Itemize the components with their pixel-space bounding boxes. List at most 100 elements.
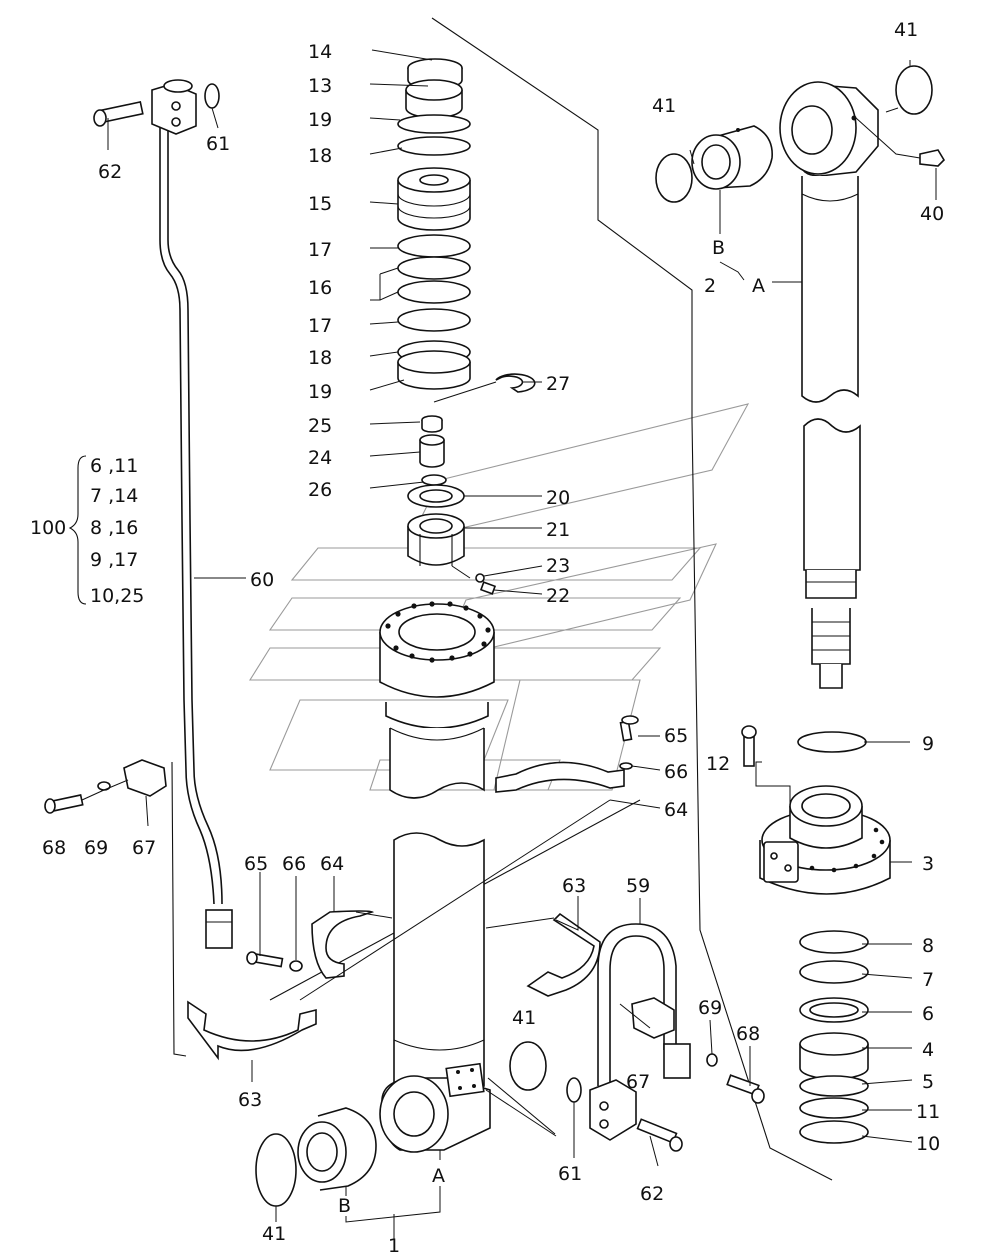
callout-41: 41 xyxy=(512,1007,536,1029)
callout-A: A xyxy=(752,275,765,297)
callout-19: 19 xyxy=(308,109,332,131)
part-67-clamp-block-right xyxy=(631,997,675,1039)
part-18-ring-upper xyxy=(397,136,471,156)
callout-60: 60 xyxy=(250,569,274,591)
part-63-clamp-right xyxy=(526,912,601,997)
callout-18: 18 xyxy=(308,347,332,369)
part-17-ring-lower xyxy=(397,308,471,332)
callout-21: 21 xyxy=(546,519,570,541)
kit-row: 9 ,17 xyxy=(90,549,138,571)
part-61-o-ring-top xyxy=(204,83,220,109)
callout-41: 41 xyxy=(894,19,918,41)
part-62-bolt-top xyxy=(93,101,144,127)
kit-row: 10,25 xyxy=(90,585,144,607)
callout-41: 41 xyxy=(262,1223,286,1245)
part-66-washer-upper xyxy=(619,762,633,770)
part-8-ring xyxy=(799,930,869,954)
part-12-bolt xyxy=(741,725,757,767)
part-41-ring-middle xyxy=(509,1041,547,1091)
callout-68: 68 xyxy=(42,837,66,859)
callout-26: 26 xyxy=(308,479,332,501)
part-2-rod-upper xyxy=(801,176,859,403)
callout-3: 3 xyxy=(922,853,934,875)
part-4-bushing xyxy=(799,1032,869,1080)
leader-lines xyxy=(81,49,937,1240)
callout-1: 1 xyxy=(388,1235,400,1253)
part-19-ring-upper xyxy=(397,114,471,134)
part-24-collar xyxy=(419,434,445,468)
part-2-rod-eye xyxy=(779,81,879,177)
pipe-flange-top xyxy=(151,79,197,135)
callout-17: 17 xyxy=(308,315,332,337)
callout-66: 66 xyxy=(282,853,306,875)
callout-25: 25 xyxy=(308,415,332,437)
part-2-rod-lower xyxy=(803,418,861,689)
callout-65: 65 xyxy=(664,725,688,747)
part-6-ring xyxy=(799,997,869,1023)
callout-67: 67 xyxy=(132,837,156,859)
part-65-bolt-lower xyxy=(246,951,284,968)
callout-11: 11 xyxy=(916,1101,940,1123)
callout-B: B xyxy=(712,237,725,259)
callout-62: 62 xyxy=(98,161,122,183)
callout-17: 17 xyxy=(308,239,332,261)
callout-15: 15 xyxy=(308,193,332,215)
callout-B: B xyxy=(338,1195,351,1217)
kit-100-group: 100 6 ,11 7 ,14 8 ,16 9 ,17 10,25 xyxy=(30,455,144,607)
callout-2: 2 xyxy=(704,275,716,297)
part-13-bushing xyxy=(405,79,463,119)
callout-61: 61 xyxy=(558,1163,582,1185)
callout-68: 68 xyxy=(736,1023,760,1045)
part-1-bushing-b xyxy=(297,1107,377,1191)
part-63-clamp-left xyxy=(187,1000,317,1061)
part-41-ring-lower xyxy=(255,1133,297,1207)
part-19-ring-lower xyxy=(397,350,471,390)
callout-63: 63 xyxy=(238,1089,262,1111)
part-21-nut xyxy=(407,513,465,566)
callout-66: 66 xyxy=(664,761,688,783)
callout-23: 23 xyxy=(546,555,570,577)
kit-row: 8 ,16 xyxy=(90,517,138,539)
callout-19: 19 xyxy=(308,381,332,403)
part-68-bolt-left xyxy=(44,794,84,814)
part-9-ring xyxy=(797,731,867,753)
callout-5: 5 xyxy=(922,1071,934,1093)
callout-63: 63 xyxy=(562,875,586,897)
callout-12: 12 xyxy=(706,753,730,775)
callout-10: 10 xyxy=(916,1133,940,1155)
callout-62: 62 xyxy=(640,1183,664,1205)
part-60-pipe xyxy=(159,120,233,949)
part-64-clamp-upper xyxy=(495,761,625,793)
callout-40: 40 xyxy=(920,203,944,225)
callout-14: 14 xyxy=(308,41,332,63)
part-15-piston xyxy=(397,167,471,231)
part-1-cylinder-tube-lower xyxy=(393,832,485,1087)
callout-24: 24 xyxy=(308,447,332,469)
part-1-foot-eye xyxy=(379,1062,491,1153)
callout-59: 59 xyxy=(626,875,650,897)
callout-8: 8 xyxy=(922,935,934,957)
callout-18: 18 xyxy=(308,145,332,167)
callout-9: 9 xyxy=(922,733,934,755)
callout-6: 6 xyxy=(922,1003,934,1025)
part-64-clamp-lower xyxy=(311,910,375,979)
callout-20: 20 xyxy=(546,487,570,509)
part-2-bushing-b xyxy=(691,125,773,190)
callout-69: 69 xyxy=(698,997,722,1019)
callout-69: 69 xyxy=(84,837,108,859)
part-62-bolt-lower xyxy=(636,1118,683,1152)
kit-label: 100 xyxy=(30,517,66,539)
callout-41: 41 xyxy=(652,95,676,117)
part-23-ball xyxy=(475,573,485,583)
part-26-washer xyxy=(421,474,447,486)
part-5-ring xyxy=(799,1075,869,1097)
part-69-washer-left xyxy=(97,781,111,791)
part-40-grease-fitting xyxy=(919,149,946,167)
part-22-set-screw xyxy=(479,581,497,595)
part-27-snap-ring xyxy=(495,373,536,393)
callout-64: 64 xyxy=(664,799,688,821)
part-67-fitting-right xyxy=(663,1043,691,1079)
part-16-ring-b xyxy=(397,280,471,304)
callout-67: 67 xyxy=(626,1071,650,1093)
